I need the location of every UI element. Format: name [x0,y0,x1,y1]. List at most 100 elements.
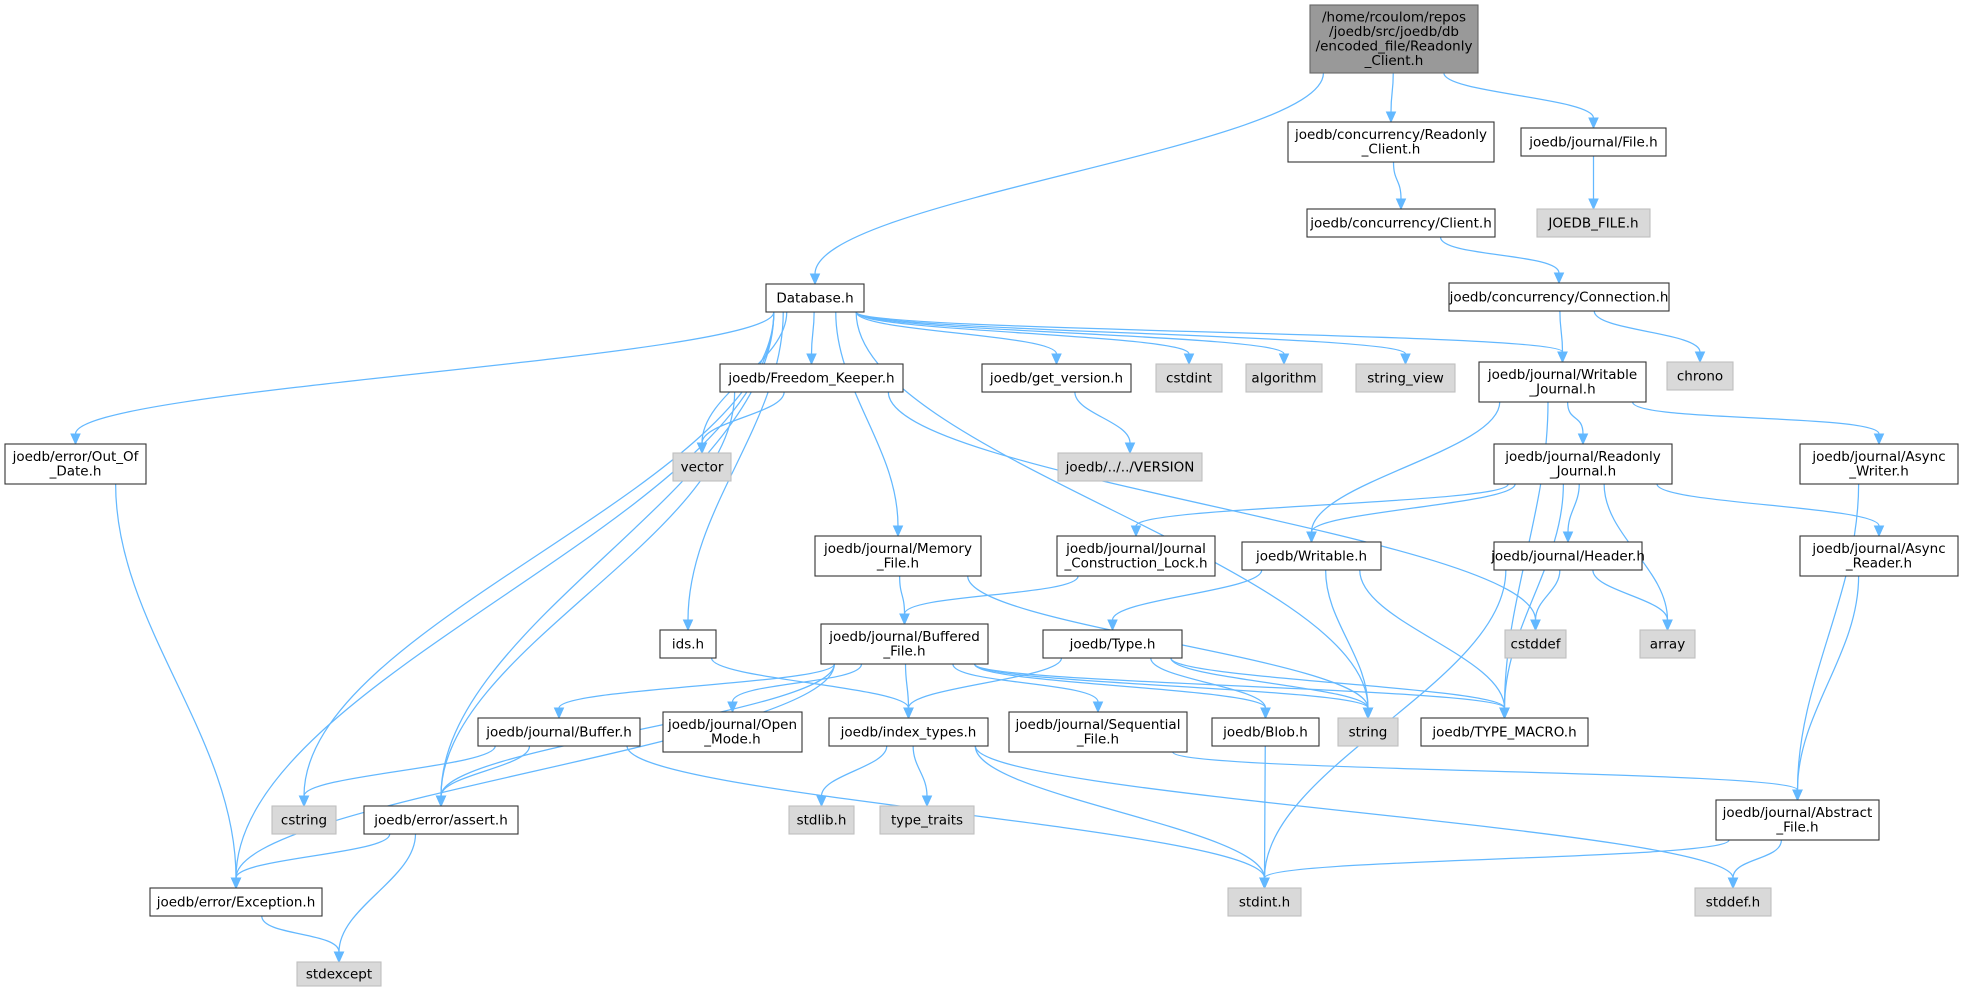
arrowhead-icon [727,701,738,714]
node-type[interactable]: joedb/Type.h [1042,629,1183,659]
node-box [719,363,904,393]
edge-database-to-ids [682,311,784,632]
node-box [1478,361,1647,403]
node-label-line: _File.h [882,644,925,660]
node-conc-client[interactable]: joedb/concurrency/Client.h [1306,208,1496,238]
node-conc-connection[interactable]: joedb/concurrency/Connection.h [1448,282,1670,312]
node-string-view[interactable]: string_view [1355,363,1456,393]
node-cstring[interactable]: cstring [271,805,337,835]
node-box [1306,208,1496,238]
node-exception[interactable]: joedb/error/Exception.h [149,887,323,917]
node-array[interactable]: array [1639,629,1696,659]
node-label-line: joedb/journal/Buffered [828,629,980,645]
edge-assert-to-stdexcept [333,833,417,964]
node-index-types[interactable]: joedb/index_types.h [828,717,989,747]
node-type-traits[interactable]: type_traits [879,805,975,835]
arrowhead-icon [1385,111,1397,124]
node-async-writer[interactable]: joedb/journal/Async_Writer.h [1799,443,1959,485]
node-type-macro[interactable]: joedb/TYPE_MACRO.h [1420,717,1589,747]
node-box [1493,541,1643,571]
arrowhead-icon [806,353,817,366]
node-chrono[interactable]: chrono [1666,361,1734,391]
edge-get_version-to-version [1074,391,1136,455]
node-box [1355,363,1456,393]
node-writable-journal[interactable]: joedb/journal/Writable_Journal.h [1478,361,1647,403]
node-journal-construction-lock[interactable]: joedb/journal/Journal_Construction_Lock.… [1056,535,1216,577]
node-label-line: /joedb/src/joedb/db [1329,24,1459,40]
edge-abstract_file-to-stdint [1259,839,1730,890]
node-stdlib[interactable]: stdlib.h [788,805,855,835]
node-stddef[interactable]: stddef.h [1694,887,1772,917]
node-out-of-date[interactable]: joedb/error/Out_Of_Date.h [4,443,147,485]
edge-database-to-memory_file [835,311,904,538]
node-writable[interactable]: joedb/Writable.h [1241,541,1382,571]
node-sequential-file[interactable]: joedb/journal/Sequential_File.h [1008,711,1188,753]
arrowhead-icon [1694,351,1706,364]
node-ids[interactable]: ids.h [659,629,717,659]
node-label-line: Database.h [776,290,853,306]
node-vector[interactable]: vector [672,452,732,482]
edge-database-to-exception [230,311,775,890]
edge-conc_ro_client-to-conc_client [1392,161,1407,211]
arrowhead-icon [1873,433,1885,446]
node-box [814,535,982,577]
node-blob[interactable]: joedb/Blob.h [1211,717,1320,747]
edge-async_writer-to-abstract_file [1792,483,1860,802]
edge-database-to-out_of_date [70,311,775,446]
node-box [1287,121,1495,163]
node-cstddef[interactable]: cstddef [1504,629,1567,659]
node-label-line: joedb/journal/Abstract [1722,805,1873,821]
node-get-version[interactable]: joedb/get_version.h [981,363,1132,393]
node-version[interactable]: joedb/../../VERSION [1057,452,1203,482]
arrowhead-icon [70,433,81,446]
node-stdexcept[interactable]: stdexcept [296,961,382,987]
node-stdint[interactable]: stdint.h [1227,887,1302,917]
node-buffer[interactable]: joedb/journal/Buffer.h [477,717,641,747]
edge-buffered_file-to-open_mode [727,663,863,714]
node-joedb-file[interactable]: JOEDB_FILE.h [1536,208,1651,238]
node-label-line: joedb/concurrency/Connection.h [1449,289,1669,305]
node-async-reader[interactable]: joedb/journal/Async_Reader.h [1799,535,1959,577]
node-algorithm[interactable]: algorithm [1245,363,1323,393]
arrowhead-icon [1124,442,1136,455]
node-label-line: joedb/journal/Async [1811,449,1945,465]
node-cstdint[interactable]: cstdint [1155,363,1223,393]
node-assert[interactable]: joedb/error/assert.h [363,805,519,835]
node-journal-file[interactable]: joedb/journal/File.h [1520,127,1667,157]
node-label-line: ids.h [672,636,704,652]
edges-layer [70,72,1885,964]
node-box [828,717,989,747]
arrowhead-icon [1395,198,1407,211]
node-label-line: stdlib.h [797,812,847,828]
edge-writable-to-string [1325,569,1374,720]
node-readonly-journal[interactable]: joedb/journal/Readonly_Journal.h [1493,443,1673,485]
node-label-line: joedb/error/Exception.h [156,894,316,910]
node-memory-file[interactable]: joedb/journal/Memory_File.h [814,535,982,577]
node-label-line: joedb/journal/Async [1811,541,1945,557]
node-database[interactable]: Database.h [765,283,865,313]
edge-readonly_journal-to-async_reader [1656,483,1885,538]
node-label-line: joedb/journal/Buffer.h [485,724,632,740]
edge-blob-to-stdint [1259,745,1270,890]
arrowhead-icon [1260,707,1271,720]
node-label-line: chrono [1677,368,1723,384]
edge-abstract_file-to-stddef [1727,839,1783,890]
node-label-line: /encoded_file/Readonly [1316,39,1473,55]
arrowhead-icon [1557,351,1568,364]
node-abstract-file[interactable]: joedb/journal/Abstract_File.h [1715,799,1880,841]
node-box [1799,535,1959,577]
node-freedom-keeper[interactable]: joedb/Freedom_Keeper.h [719,363,904,393]
node-root[interactable]: /home/rcoulom/repos/joedb/src/joedb/db/e… [1309,4,1479,74]
edge-out_of_date-to-exception [115,483,242,890]
arrowhead-icon [903,707,914,720]
node-label-line: _Client.h [1364,53,1424,69]
node-header[interactable]: joedb/journal/Header.h [1490,541,1645,571]
node-buffered-file[interactable]: joedb/journal/Buffered_File.h [820,623,989,665]
node-box [1536,208,1651,238]
node-conc-ro-client[interactable]: joedb/concurrency/Readonly_Client.h [1287,121,1495,163]
node-string[interactable]: string [1337,717,1399,747]
arrowhead-icon [553,707,565,720]
node-label-line: joedb/concurrency/Client.h [1309,215,1492,231]
node-label-line: type_traits [891,812,963,828]
node-open-mode[interactable]: joedb/journal/Open_Mode.h [662,711,803,753]
